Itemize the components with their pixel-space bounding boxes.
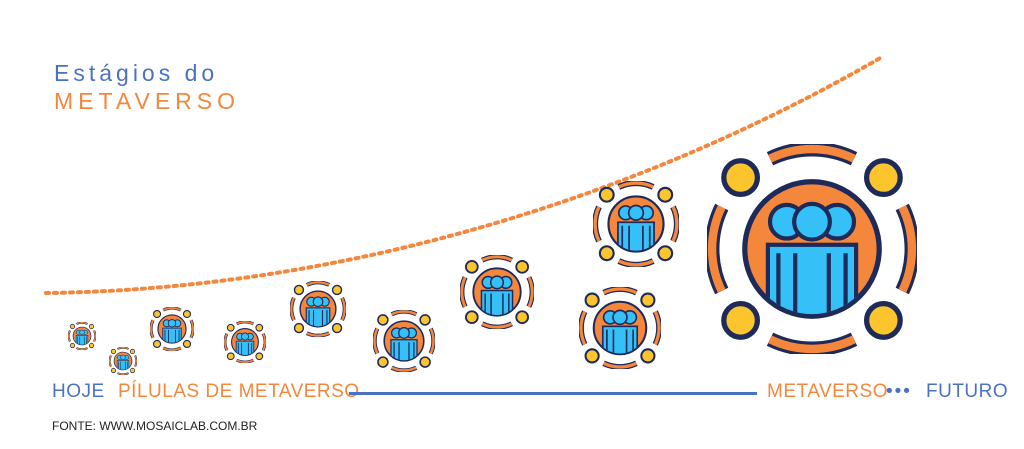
community-group-icon [69,323,96,350]
label-stage: PÍLULAS DE METAVERSO [118,381,360,402]
community-group-icon [110,348,137,375]
label-future: FUTURO [926,381,1009,402]
label-metaverse: METAVERSO [767,381,888,402]
ellipsis-dots: ••• [886,381,912,402]
timeline-line [349,392,757,395]
community-group-icon [151,308,193,350]
community-group-icon [595,183,677,265]
growth-curve [44,55,884,295]
community-group-icon [712,149,912,349]
community-group-icon [225,322,265,362]
community-group-icon [291,282,344,335]
source-note: FONTE: WWW.MOSAICLAB.COM.BR [52,419,258,433]
community-group-icon [462,257,532,327]
label-today: HOJE [52,381,105,402]
community-group-icon [375,312,434,371]
title-line-1: Estágios do [54,60,219,86]
community-group-icon [581,289,659,367]
title-line-2: METAVERSO [54,88,240,114]
